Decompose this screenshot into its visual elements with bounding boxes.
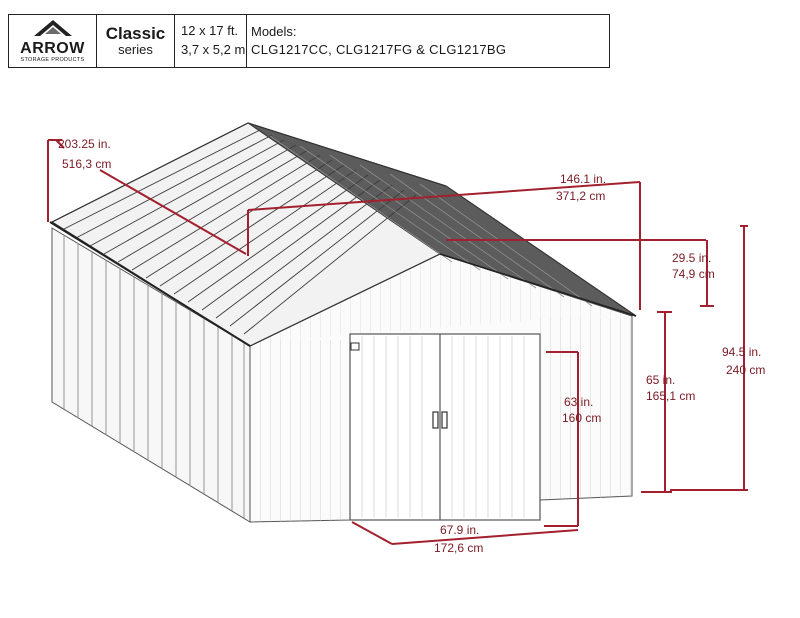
door-height-cm-label: 160 cm (562, 411, 601, 425)
size-block: 12 x 17 ft. 3,7 x 5,2 m (175, 15, 247, 67)
roof-rise-cm-label: 74,9 cm (672, 267, 715, 281)
width-cm-label: 371,2 cm (556, 189, 605, 203)
series-block: Classic series (97, 15, 175, 67)
door-width-cm-label: 172,6 cm (434, 541, 483, 555)
total-height-in-label: 94.5 in. (722, 345, 761, 359)
brand-tagline: STORAGE PRODUCTS (20, 56, 85, 63)
depth-in-label: 203.25 in. (58, 137, 111, 151)
title-block: ARROW STORAGE PRODUCTS Classic series 12… (8, 14, 610, 68)
brand-name: ARROW (20, 39, 85, 57)
wall-height-in-label: 65 in. (646, 373, 675, 387)
depth-cm-label: 516,3 cm (62, 157, 111, 171)
side-wall (51, 227, 251, 523)
series-label: series (118, 41, 153, 57)
dimension-lines (47, 139, 748, 545)
wall-height-cm-label: 165,1 cm (646, 389, 695, 403)
right-handle-icon (441, 411, 448, 429)
size-metric: 3,7 x 5,2 m (181, 42, 246, 57)
size-imperial: 12 x 17 ft. (181, 23, 239, 39)
models-block: Models: CLG1217CC, CLG1217FG & CLG1217BG (247, 15, 609, 67)
left-handle-icon (432, 411, 439, 429)
brand-logo: ARROW STORAGE PRODUCTS (9, 15, 97, 67)
door-width-in-label: 67.9 in. (440, 523, 479, 537)
models-list: CLG1217CC, CLG1217FG & CLG1217BG (251, 42, 507, 57)
models-label: Models: (251, 23, 297, 39)
series-name: Classic (105, 23, 166, 43)
arrow-logo-icon (33, 19, 72, 36)
roof (49, 122, 637, 347)
lock-icon (350, 342, 360, 351)
width-in-label: 146.1 in. (560, 172, 606, 186)
roof-rise-in-label: 29.5 in. (672, 251, 711, 265)
door-height-in-label: 63 in. (564, 395, 593, 409)
double-doors (349, 333, 541, 521)
total-height-cm-label: 240 cm (726, 363, 765, 377)
